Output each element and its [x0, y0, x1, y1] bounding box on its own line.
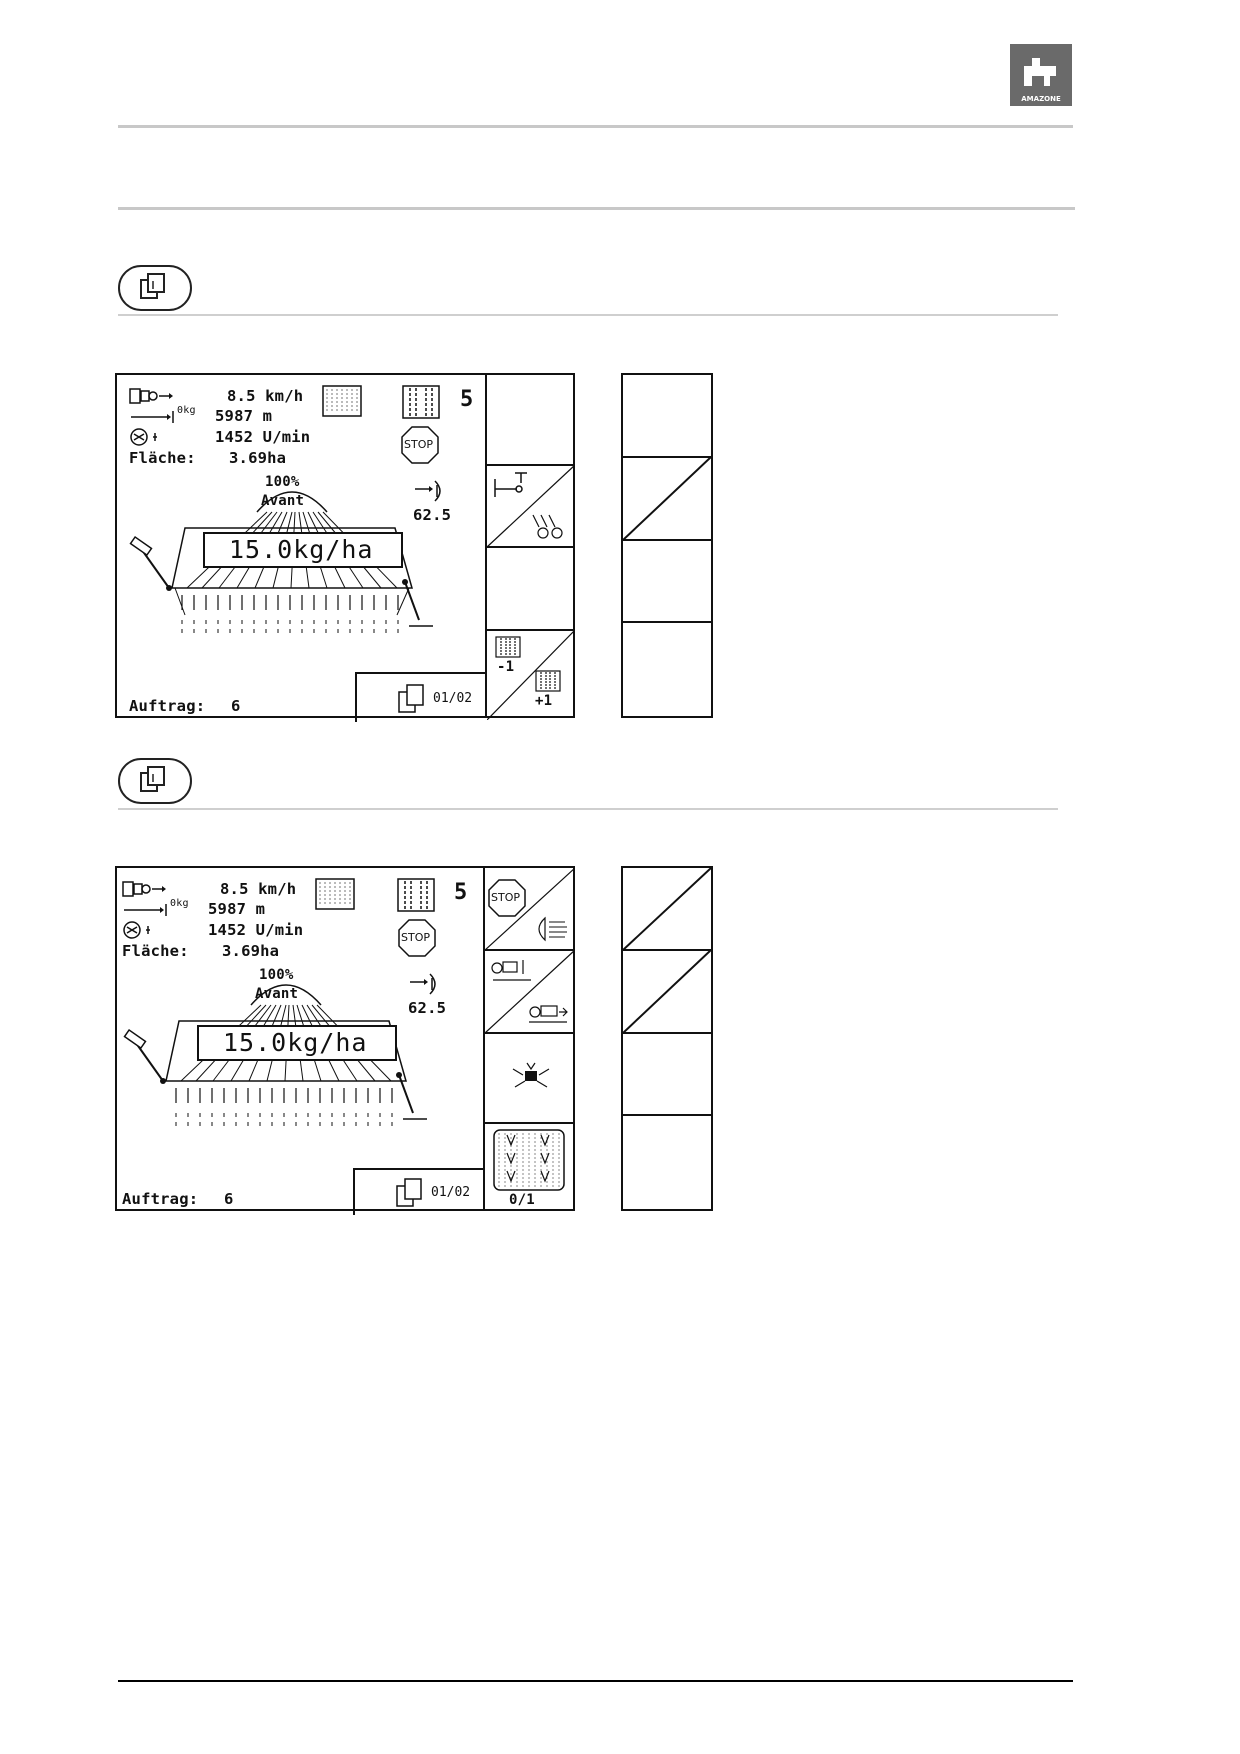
kg-unit: 0kg: [177, 405, 196, 416]
seed-drill-graphic: [129, 491, 433, 638]
blower-fan-icon: [130, 428, 157, 446]
softkey-drill-lift[interactable]: [485, 950, 575, 1033]
application-rate-box: 15.0kg/ha: [203, 532, 403, 568]
application-rate-box: 15.0kg/ha: [197, 1025, 397, 1061]
tramline-pattern-icon: [315, 878, 355, 910]
tractor-speed-icon: [129, 388, 173, 404]
amazone-logo: AMAZONE: [1010, 44, 1072, 106]
job-label: Auftrag:: [129, 697, 206, 715]
status-icons: [129, 388, 174, 446]
stop-text: STOP: [401, 931, 430, 944]
kg-unit: 0kg: [170, 898, 189, 909]
tractor-logo-icon: AMAZONE: [1010, 44, 1072, 106]
mode-label: Avant: [261, 493, 305, 509]
application-rate: 15.0kg/ha: [229, 535, 374, 564]
track-marker-left-icon: [129, 535, 172, 591]
pressure-icon: [415, 480, 441, 502]
tram-minus-label: -1: [497, 659, 515, 675]
drill-lower-icon: [529, 1005, 568, 1023]
stop-indicator: STOP: [400, 425, 440, 465]
pressure-value: 62.5: [408, 999, 447, 1017]
tramline-pattern-icon: [322, 385, 362, 417]
stop-sign-icon: [488, 879, 526, 917]
job-value: 6: [231, 697, 241, 715]
distance-icon: [131, 411, 174, 423]
track-marker-left-icon: [123, 1028, 166, 1084]
stop-sign-icon: [398, 919, 436, 957]
track-marker-right-icon: [396, 1072, 427, 1120]
job-value: 6: [224, 1190, 234, 1208]
key-block-2: [621, 866, 713, 1211]
softkey-column: STOP: [483, 868, 575, 1209]
status-icons: [122, 881, 167, 939]
pressure-icon: [410, 973, 436, 995]
softkey-tramline-toggle[interactable]: 0/1: [485, 1123, 575, 1213]
distance-value: 5987 m: [215, 407, 273, 425]
logo-text: AMAZONE: [1021, 95, 1061, 103]
tram-plus-label: +1: [535, 693, 553, 709]
area-label: Fläche:: [129, 449, 196, 467]
drill-raise-icon: [491, 960, 531, 981]
terminal-screen-2: 0kg 8.5 km/h 5987 m 1452 U/min Fläche: 3…: [115, 866, 575, 1215]
section-rule-1: [118, 314, 1058, 316]
tramline-counter-icon: [402, 385, 440, 419]
header-rule-1: [118, 125, 1073, 128]
application-rate: 15.0kg/ha: [223, 1028, 368, 1057]
pages-icon: [398, 684, 424, 713]
tractor-speed-icon: [122, 881, 166, 897]
softkey-stop-text: STOP: [491, 891, 520, 904]
pages-icon: [140, 766, 165, 792]
rpm-value: 1452 U/min: [215, 428, 311, 446]
softkey-stop-sign: STOP: [487, 878, 527, 918]
softkey-column: -1 +1: [485, 375, 575, 720]
blower-fan-icon: [123, 921, 150, 939]
header-rule-2: [118, 207, 1075, 210]
stop-text: STOP: [404, 438, 433, 451]
footer-rule: [118, 1680, 1073, 1682]
stop-sign-icon: [401, 426, 439, 464]
softkey-stop-lighting[interactable]: STOP: [485, 868, 575, 950]
softkey-tramline-adjust[interactable]: -1 +1: [487, 630, 575, 720]
percent-value: 100%: [259, 967, 294, 983]
pages-icon: [140, 273, 165, 299]
distance-icon: [124, 904, 167, 916]
track-marker-right-icon: [402, 579, 433, 627]
tramline-toggle-icon: [493, 1129, 565, 1191]
distance-value: 5987 m: [208, 900, 266, 918]
softkey-pre-emergence-marker[interactable]: [487, 465, 575, 547]
coulter-pressure-icon: [532, 514, 563, 539]
tramline-plus-icon: [535, 670, 561, 692]
page-indicator: 01/02: [353, 1168, 485, 1215]
page-number: 01/02: [433, 691, 473, 706]
tram-toggle-label: 0/1: [509, 1192, 535, 1208]
softkey-hydraulics[interactable]: [485, 1033, 575, 1123]
tramline-number: 5: [454, 880, 469, 905]
area-label: Fläche:: [122, 942, 189, 960]
hydraulic-function-icon: [512, 1062, 550, 1088]
tramline-minus-icon: [495, 636, 521, 658]
marker-arm-icon: [494, 472, 527, 497]
pages-icon: [396, 1178, 422, 1207]
key-block-1: [621, 373, 713, 718]
page-indicator: 01/02: [355, 672, 487, 722]
area-value: 3.69ha: [229, 449, 287, 467]
rpm-value: 1452 U/min: [208, 921, 304, 939]
tramline-counter-icon: [397, 878, 435, 912]
pressure-value: 62.5: [413, 506, 452, 524]
mode-label: Avant: [255, 986, 299, 1002]
terminal-screen-1: 0kg 8.5 km/h 5987 m 1452 U/min Fläche: 3…: [115, 373, 575, 722]
stop-indicator: STOP: [397, 918, 437, 958]
page-switch-button-2[interactable]: [118, 758, 192, 804]
tramline-number: 5: [460, 387, 475, 412]
area-value: 3.69ha: [222, 942, 280, 960]
speed-value: 8.5 km/h: [220, 880, 297, 898]
job-label: Auftrag:: [122, 1190, 199, 1208]
page-switch-button-1[interactable]: [118, 265, 192, 311]
section-rule-2: [118, 808, 1058, 810]
speed-value: 8.5 km/h: [227, 387, 304, 405]
work-light-icon: [538, 916, 567, 942]
percent-value: 100%: [265, 474, 300, 490]
page-number: 01/02: [431, 1185, 471, 1200]
